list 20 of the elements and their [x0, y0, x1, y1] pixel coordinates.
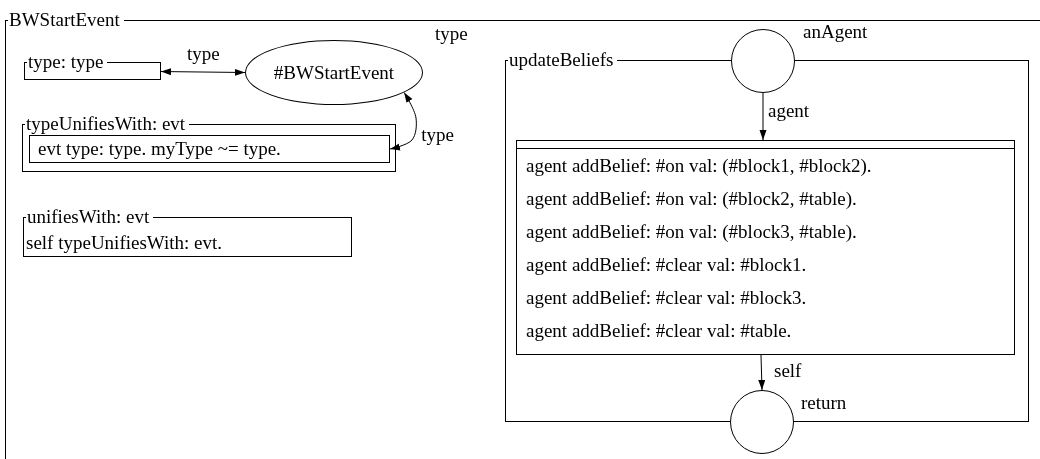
frame-title: typeUnifiesWith: evt — [25, 113, 190, 135]
code-text: self typeUnifiesWith: evt. — [26, 232, 223, 254]
code-line: agent addBelief: #clear val: #block1. — [525, 253, 808, 277]
code-line: agent addBelief: #on val: (#block1, #block2). — [525, 154, 873, 178]
arrow — [160, 68, 246, 76]
code-line: agent addBelief: #on val: (#block3, #table). — [525, 220, 858, 244]
frame-title: updateBeliefs — [508, 49, 618, 71]
code-line: agent addBelief: #clear val: #block3. — [525, 286, 808, 310]
code-box — [516, 140, 1015, 355]
arrow — [758, 354, 766, 391]
beside-label: type — [434, 24, 469, 44]
code-line: agent addBelief: #clear val: #table. — [525, 319, 793, 343]
symbol-text: #BWStartEvent — [273, 61, 395, 84]
arrow — [759, 92, 767, 141]
beside-label: return — [800, 393, 848, 413]
code-line: agent addBelief: #on val: (#block2, #table). — [525, 187, 858, 211]
arrow — [389, 92, 417, 151]
beside-label: anAgent — [802, 22, 869, 42]
code-box — [29, 135, 390, 163]
code-text: evt type: type. myType ~= type. — [38, 138, 281, 159]
